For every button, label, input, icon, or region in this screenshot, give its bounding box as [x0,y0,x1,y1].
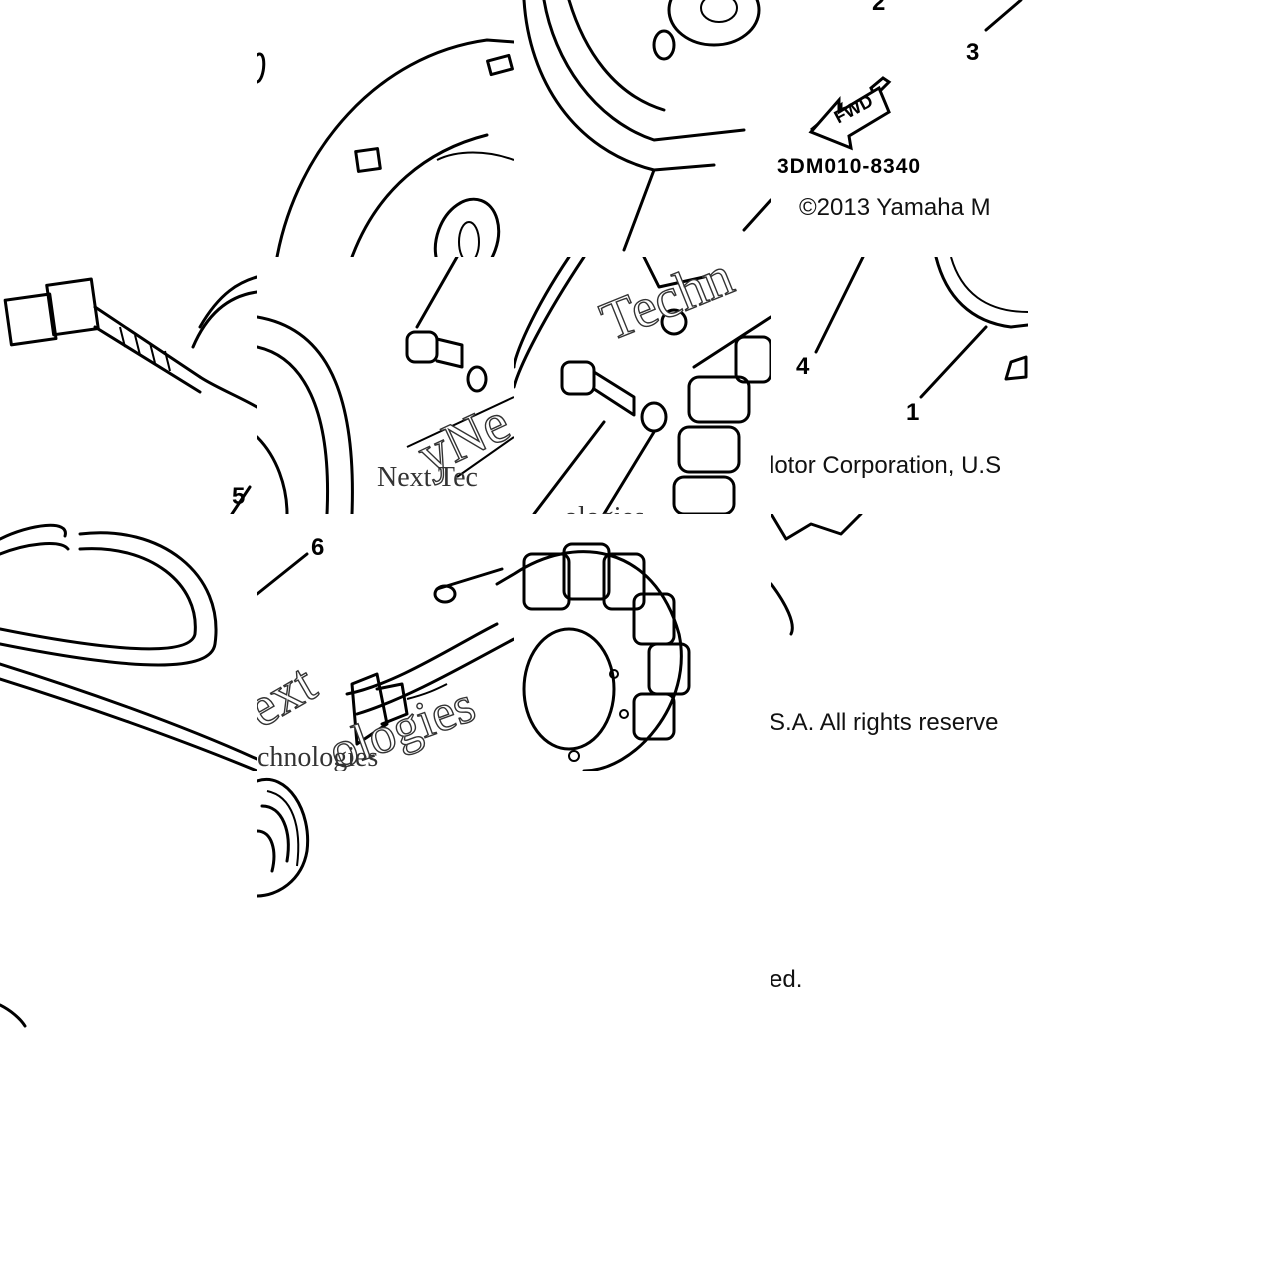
callout-1: 1 [906,399,920,426]
copyright-line-4: ed. [771,966,803,993]
rotor-right-drawing [522,0,771,252]
tile-rotor-left [257,0,514,257]
watermark-chnologies: chnologies [257,742,379,771]
callout-leaders-right [814,257,1028,399]
tile-connector: 5 [0,257,257,514]
tile-winding [257,771,514,900]
grommet-drawing [257,552,514,746]
callout-5: 5 [232,483,246,510]
connector-drawing [3,275,257,514]
copyright-line-1: ©2013 Yamaha M [799,194,991,221]
tile-bolt-right: Techn ologies [514,257,771,514]
watermark-ologies-1: ologies [564,502,645,514]
tile-corner-fragment [0,1000,60,1030]
tile-grommet: 6 ext ologies chnologies [257,514,514,771]
copyright-line-3: S.A. All rights reserve [771,709,999,736]
tile-copyright: S.A. All rights reserve [771,514,1028,771]
part-code: 3DM010-8340 [777,155,922,178]
tile-copyright-end: ed. [771,771,1028,1028]
bolt-left-drawing [257,257,514,514]
fwd-arrow-icon [808,76,892,151]
callout-4: 4 [796,353,810,380]
winding-drawing [257,777,310,898]
tile-stator [514,514,771,771]
callout-leaders-top [984,0,1023,32]
callout-3: 3 [966,39,980,66]
wire-loop-drawing [0,523,257,771]
tile-bolt-left: yNe Next Tec [257,257,514,514]
copyright-line-2: lotor Corporation, U.S [771,452,1002,479]
tile-wire-loop [0,514,257,771]
rotor-left-drawing [257,38,514,257]
watermark-next-tec: Next Tec [377,462,478,493]
stator-drawing [514,542,691,771]
callout-2: 2 [872,0,886,16]
stator-edge-drawing [771,514,863,636]
tile-rotor-right [514,0,771,257]
bolt-right-drawing [514,257,771,514]
tile-callouts-right: 4 1 lotor Corporation, U.S [771,257,1028,514]
callout-6: 6 [311,534,325,561]
corner-arc-drawing [0,1003,27,1028]
tile-header-info: 2 3 FWD 3DM010-8340 ©2013 Yamaha M [771,0,1028,257]
